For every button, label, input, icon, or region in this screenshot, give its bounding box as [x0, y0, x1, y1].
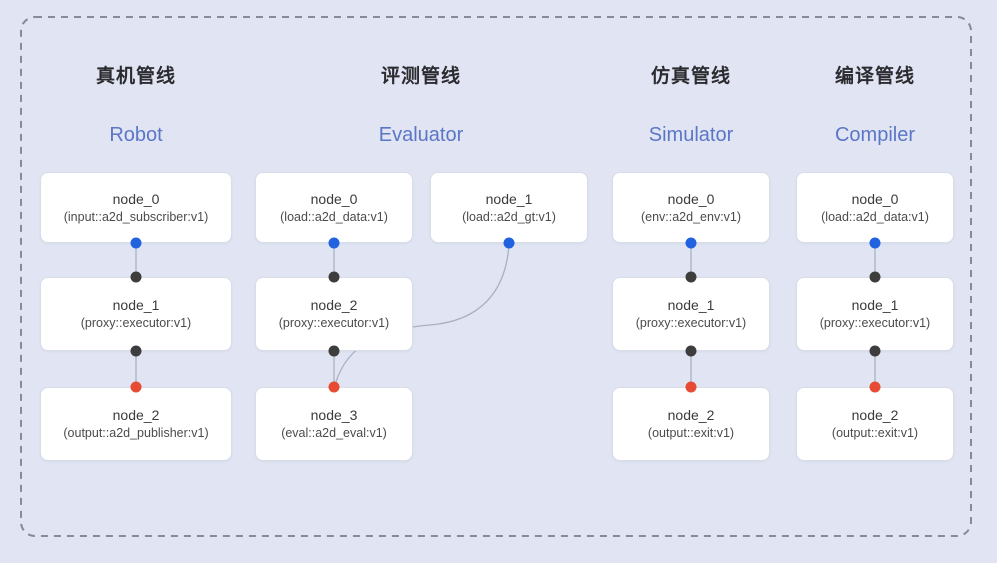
node-type-label: (input::a2d_subscriber:v1): [63, 209, 209, 224]
node-name-label: node_0: [667, 190, 715, 207]
node-type-label: (proxy::executor:v1): [819, 316, 931, 331]
node-type-label: (proxy::executor:v1): [278, 316, 390, 331]
node-box-evaluator-node_1: node_1(load::a2d_gt:v1): [430, 172, 588, 243]
node-box-robot-node_1: node_1(proxy::executor:v1): [40, 277, 232, 351]
output-port-dot-blue: [130, 237, 142, 249]
pipeline-title-en-robot: Robot: [109, 124, 163, 146]
node-name-label: node_2: [851, 407, 899, 424]
node-box-evaluator-node_2: node_2(proxy::executor:v1): [255, 277, 413, 351]
node-name-label: node_1: [851, 297, 899, 314]
node-name-label: node_2: [310, 297, 358, 314]
node-type-label: (load::a2d_data:v1): [280, 209, 388, 224]
node-box-robot-node_0: node_0(input::a2d_subscriber:v1): [40, 172, 232, 243]
node-box-evaluator-node_0: node_0(load::a2d_data:v1): [255, 172, 413, 243]
pipeline-title-en-evaluator: Evaluator: [378, 124, 464, 146]
node-type-label: (output::a2d_publisher:v1): [63, 426, 209, 441]
output-port-dot-blue: [503, 237, 515, 249]
node-name-label: node_1: [667, 297, 715, 314]
input-port-dot-dark: [328, 271, 340, 283]
node-name-label: node_2: [667, 407, 715, 424]
input-port-dot-dark: [130, 271, 142, 283]
node-name-label: node_0: [851, 190, 899, 207]
node-box-evaluator-node_3: node_3(eval::a2d_eval:v1): [255, 387, 413, 461]
input-port-dot-red: [328, 381, 340, 393]
node-name-label: node_3: [310, 407, 358, 424]
pipeline-title-zh-robot: 真机管线: [95, 66, 177, 87]
input-port-dot-red: [869, 381, 881, 393]
dashed-frame: [20, 16, 972, 537]
input-port-dot-dark: [685, 271, 697, 283]
output-port-dot-dark: [869, 345, 881, 357]
node-box-robot-node_2: node_2(output::a2d_publisher:v1): [40, 387, 232, 461]
input-port-dot-dark: [869, 271, 881, 283]
pipeline-title-zh-evaluator: 评测管线: [380, 66, 462, 87]
output-port-dot-dark: [328, 345, 340, 357]
node-box-simulator-node_2: node_2(output::exit:v1): [612, 387, 770, 461]
pipeline-title-en-compiler: Compiler: [834, 124, 916, 146]
node-box-compiler-node_0: node_0(load::a2d_data:v1): [796, 172, 954, 243]
edge-curve-gt-to-eval: [334, 243, 510, 386]
pipeline-title-zh-simulator: 仿真管线: [650, 66, 732, 87]
output-port-dot-dark: [685, 345, 697, 357]
input-port-dot-red: [685, 381, 697, 393]
input-port-dot-red: [130, 381, 142, 393]
node-name-label: node_0: [112, 190, 160, 207]
node-type-label: (eval::a2d_eval:v1): [281, 426, 387, 441]
node-name-label: node_0: [310, 190, 358, 207]
node-type-label: (proxy::executor:v1): [80, 316, 192, 331]
output-port-dot-blue: [869, 237, 881, 249]
output-port-dot-blue: [328, 237, 340, 249]
pipeline-title-en-simulator: Simulator: [648, 124, 734, 146]
node-box-compiler-node_2: node_2(output::exit:v1): [796, 387, 954, 461]
node-type-label: (output::exit:v1): [831, 426, 919, 441]
edge-group: [135, 243, 876, 387]
node-name-label: node_1: [485, 190, 533, 207]
node-name-label: node_2: [112, 407, 160, 424]
node-type-label: (load::a2d_gt:v1): [462, 209, 556, 224]
pipeline-title-zh-compiler: 编译管线: [834, 66, 916, 87]
output-port-dot-dark: [130, 345, 142, 357]
node-name-label: node_1: [112, 297, 160, 314]
node-box-simulator-node_1: node_1(proxy::executor:v1): [612, 277, 770, 351]
node-type-label: (proxy::executor:v1): [635, 316, 747, 331]
node-type-label: (env::a2d_env:v1): [640, 209, 742, 224]
node-type-label: (load::a2d_data:v1): [821, 209, 929, 224]
output-port-dot-blue: [685, 237, 697, 249]
node-box-compiler-node_1: node_1(proxy::executor:v1): [796, 277, 954, 351]
node-type-label: (output::exit:v1): [647, 426, 735, 441]
node-box-simulator-node_0: node_0(env::a2d_env:v1): [612, 172, 770, 243]
